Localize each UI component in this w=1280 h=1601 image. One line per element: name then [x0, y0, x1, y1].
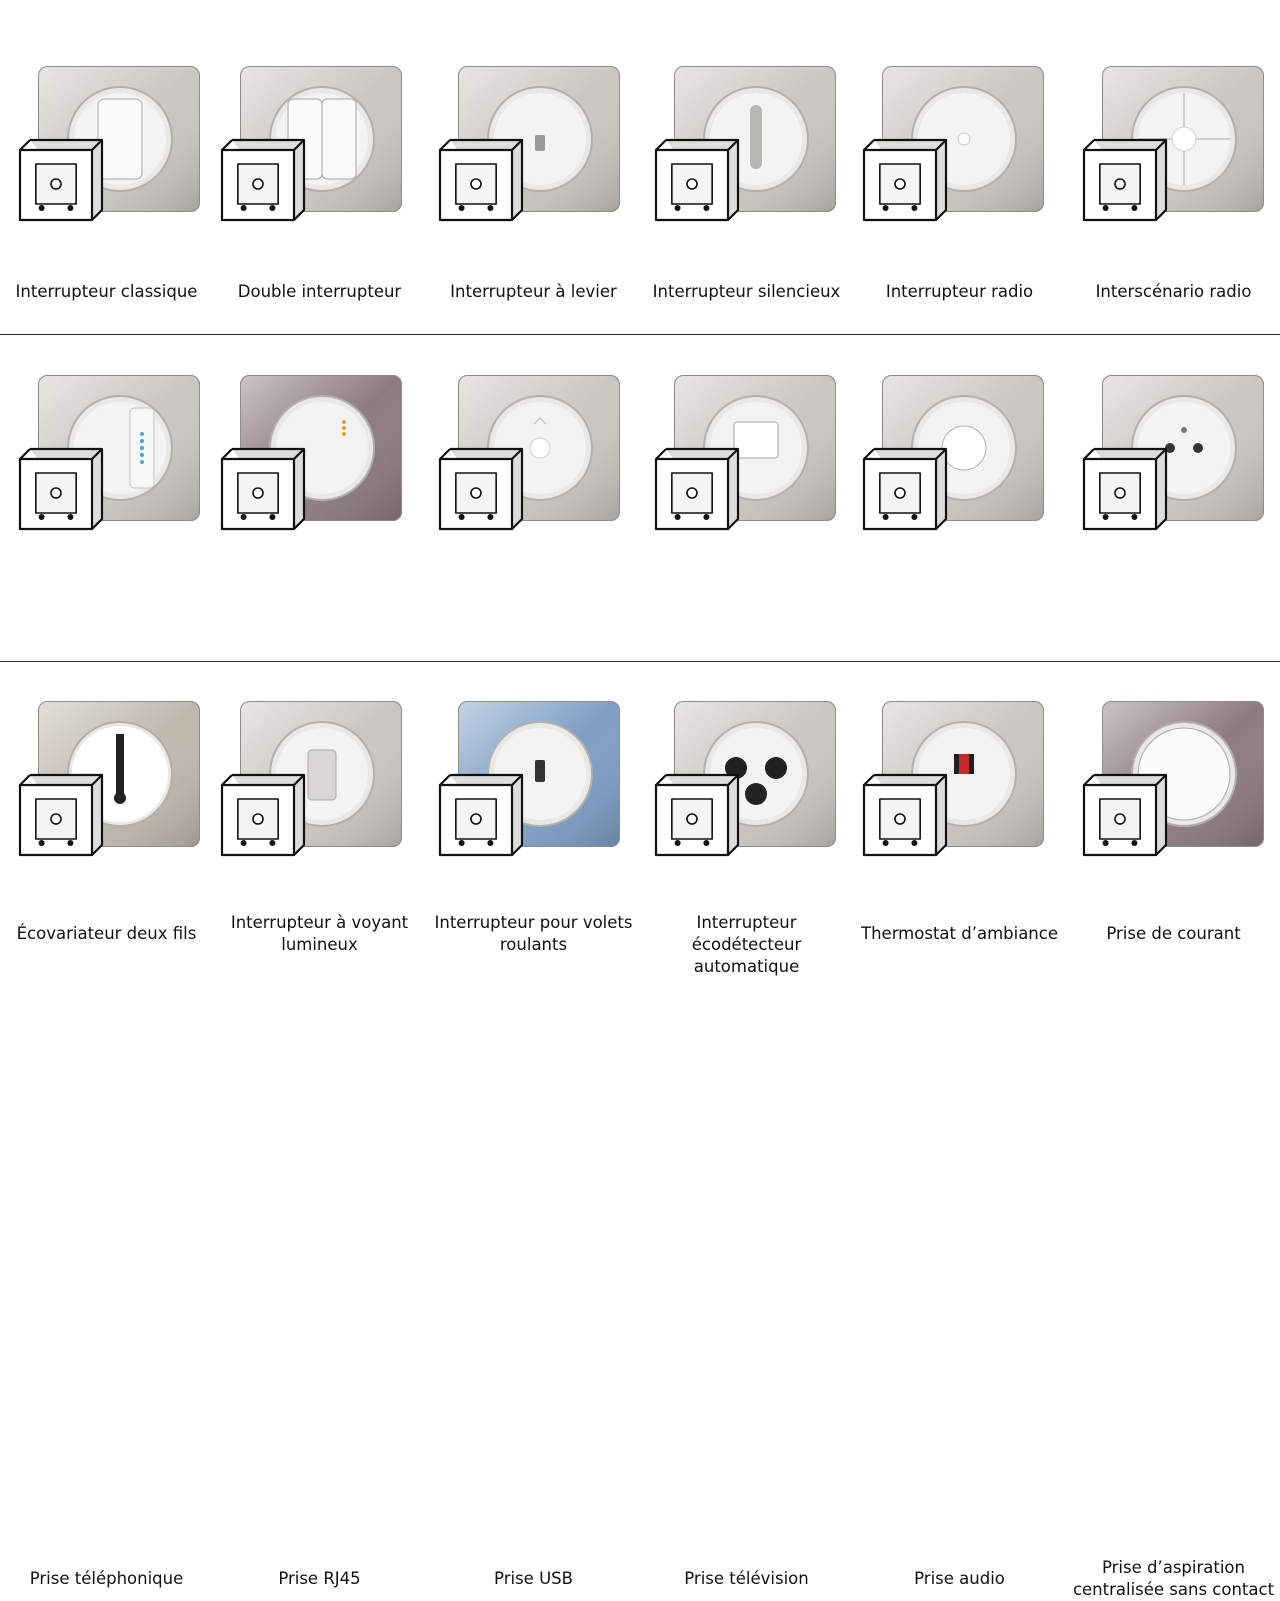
product-card: Double interrupteur	[213, 0, 426, 334]
product-row-3: Prise téléphonique Prise RJ45 Prise USB Pri…	[0, 662, 1280, 1599]
phone-socket-icon	[18, 701, 200, 857]
product-card: Interscénario radio	[1067, 0, 1280, 334]
product-caption: Interrupteur silencieux	[652, 282, 841, 301]
row-divider	[0, 334, 1280, 335]
double-switch-icon	[220, 66, 402, 222]
product-card: Thermostat d’ambiance	[853, 335, 1066, 943]
central-vacuum-socket-icon	[1082, 701, 1264, 857]
product-caption: Écovariateur deux fils	[16, 924, 197, 943]
product-caption: Interscénario radio	[1095, 282, 1252, 301]
product-caption: Thermostat d’ambiance	[861, 924, 1058, 943]
shutter-switch-icon	[438, 375, 620, 531]
product-caption: Interrupteur classique	[15, 282, 198, 301]
thermostat-icon	[862, 375, 1044, 531]
motion-detector-switch-icon	[654, 375, 836, 531]
product-card: Écovariateur deux fils	[0, 335, 213, 943]
product-card: Interrupteur à levier	[427, 0, 640, 334]
indicator-light-switch-icon	[220, 375, 402, 531]
product-card: Interrupteur pour volets roulants	[427, 335, 640, 954]
product-card: Prise téléphonique	[0, 662, 213, 1588]
product-caption: Prise audio	[914, 1569, 1005, 1588]
product-card: Interrupteur radio	[853, 0, 1066, 334]
product-card: Interrupteur silencieux	[640, 0, 853, 334]
product-card: Prise audio	[853, 662, 1066, 1588]
product-caption: Interrupteur à levier	[450, 282, 617, 301]
product-card: Prise USB	[427, 662, 640, 1588]
product-card: Prise télévision	[640, 662, 853, 1588]
radio-scenario-switch-icon	[1082, 66, 1264, 222]
tv-socket-icon	[654, 701, 836, 857]
product-caption: Double interrupteur	[237, 282, 402, 301]
product-caption: Prise téléphonique	[29, 1569, 184, 1588]
product-caption: Prise d’aspiration centralisée sans cont…	[1072, 1558, 1275, 1599]
product-card: Interrupteur écodétecteur automatique	[640, 335, 853, 976]
product-card: Prise de courant	[1067, 335, 1280, 943]
product-card: Prise d’aspiration centralisée sans cont…	[1067, 662, 1280, 1599]
product-caption: Prise RJ45	[278, 1569, 361, 1588]
product-caption: Prise télévision	[684, 1569, 809, 1588]
product-caption: Interrupteur à voyant lumineux	[230, 913, 409, 954]
row-divider	[0, 661, 1280, 662]
power-socket-icon	[1082, 375, 1264, 531]
product-card: Interrupteur classique	[0, 0, 213, 334]
radio-switch-icon	[862, 66, 1044, 222]
audio-socket-icon	[862, 701, 1044, 857]
rj45-socket-icon	[220, 701, 402, 857]
dimmer-icon	[18, 375, 200, 531]
product-caption: Prise de courant	[1106, 924, 1241, 943]
classic-switch-icon	[18, 66, 200, 222]
product-card: Interrupteur à voyant lumineux	[213, 335, 426, 954]
product-caption: Prise USB	[494, 1569, 573, 1588]
product-caption: Interrupteur pour volets roulants	[434, 913, 633, 954]
product-row-1: Interrupteur classique Double interrupteu…	[0, 0, 1280, 334]
product-caption: Interrupteur radio	[885, 282, 1034, 301]
product-row-2: Écovariateur deux fils Interrupteur à voy…	[0, 335, 1280, 976]
usb-socket-icon	[438, 701, 620, 857]
silent-switch-icon	[654, 66, 836, 222]
lever-switch-icon	[438, 66, 620, 222]
product-card: Prise RJ45	[213, 662, 426, 1588]
